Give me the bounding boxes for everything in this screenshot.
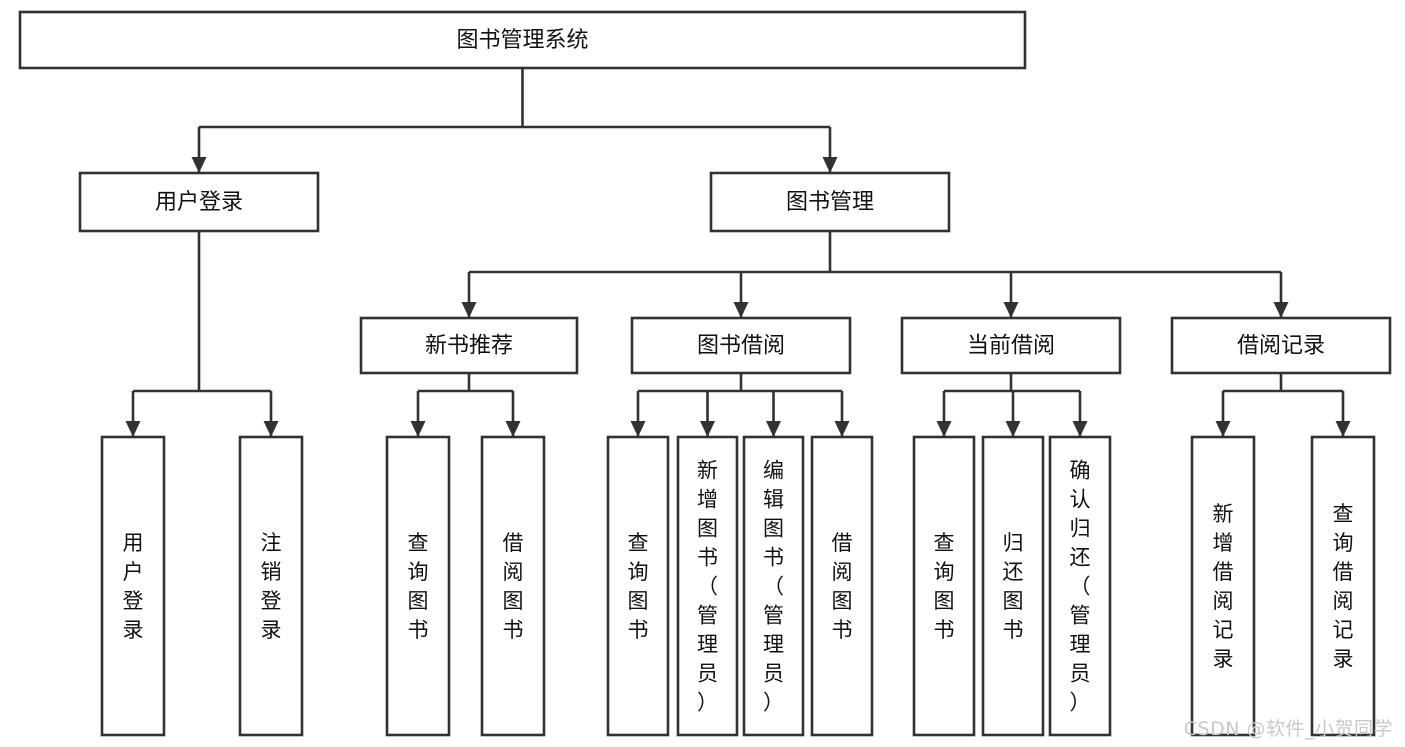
node-leaf-add-book-admin[interactable]: 新增图书（管理员） — [676, 435, 739, 737]
node-book-manage[interactable]: 图书管理 — [709, 171, 951, 233]
node-new-book-recommend[interactable]: 新书推荐 — [359, 316, 579, 375]
node-box-leaf-user-login[interactable] — [100, 435, 166, 737]
node-box-book-manage[interactable] — [709, 171, 951, 233]
connector-group-current-borrow — [936, 373, 1088, 437]
node-label-leaf-query-book-recommend: 查询图书 — [408, 531, 429, 642]
node-label-leaf-query-borrow-record: 查询借阅记录 — [1333, 502, 1354, 671]
node-label-leaf-edit-book-admin: 编辑图书（管理员） — [763, 459, 784, 715]
node-book-borrow[interactable]: 图书借阅 — [630, 316, 852, 375]
connector-arrowhead — [700, 421, 715, 437]
node-box-leaf-edit-book-admin[interactable] — [742, 435, 805, 737]
node-box-leaf-return-book[interactable] — [981, 435, 1045, 737]
node-label-leaf-confirm-return-admin: 确认归还（管理员） — [1070, 459, 1091, 715]
node-box-current-borrow[interactable] — [900, 316, 1122, 375]
node-box-leaf-query-book-current[interactable] — [912, 435, 976, 737]
connector-arrowhead — [505, 421, 521, 437]
node-box-leaf-add-book-admin[interactable] — [676, 435, 739, 737]
node-label-borrow-record: 借阅记录 — [1237, 334, 1325, 359]
node-label-leaf-add-borrow-record: 新增借阅记录 — [1213, 502, 1234, 671]
connector-arrowhead — [834, 421, 850, 437]
node-box-leaf-borrow-book[interactable] — [810, 435, 874, 737]
node-leaf-borrow-book-recommend[interactable]: 借阅图书 — [480, 435, 546, 737]
node-box-leaf-confirm-return-admin[interactable] — [1048, 435, 1112, 737]
node-box-leaf-query-book-borrow[interactable] — [606, 435, 670, 737]
node-box-user-login[interactable] — [78, 171, 320, 233]
node-box-root[interactable] — [18, 10, 1027, 70]
node-box-leaf-logout[interactable] — [238, 435, 304, 737]
node-box-leaf-add-borrow-record[interactable] — [1190, 435, 1256, 737]
connector-arrowhead — [936, 421, 952, 437]
node-box-borrow-record[interactable] — [1170, 316, 1392, 375]
connector-arrowhead — [1273, 302, 1289, 318]
connector-group-user-login — [125, 231, 279, 437]
connector-arrowhead — [410, 421, 426, 437]
connector-arrowhead — [733, 302, 749, 318]
connector-arrowhead — [125, 421, 141, 437]
node-leaf-query-book-current[interactable]: 查询图书 — [912, 435, 976, 737]
connector-group-root — [191, 68, 838, 173]
node-label-book-borrow: 图书借阅 — [697, 334, 785, 359]
node-leaf-add-borrow-record[interactable]: 新增借阅记录 — [1190, 435, 1256, 737]
node-label-new-book-recommend: 新书推荐 — [425, 334, 513, 359]
connector-group-new-book-recommend — [410, 373, 521, 437]
node-label-leaf-borrow-book-recommend: 借阅图书 — [503, 531, 524, 642]
connector-arrowhead — [822, 157, 838, 173]
node-leaf-edit-book-admin[interactable]: 编辑图书（管理员） — [742, 435, 805, 737]
node-box-new-book-recommend[interactable] — [359, 316, 579, 375]
node-user-login[interactable]: 用户登录 — [78, 171, 320, 233]
node-label-leaf-return-book: 归还图书 — [1003, 531, 1024, 642]
connector-arrowhead — [1003, 302, 1019, 318]
node-current-borrow[interactable]: 当前借阅 — [900, 316, 1122, 375]
connectors-layer — [125, 68, 1351, 437]
connector-arrowhead — [630, 421, 646, 437]
node-box-leaf-query-book-recommend[interactable] — [385, 435, 451, 737]
node-label-root: 图书管理系统 — [456, 28, 588, 53]
node-label-leaf-query-book-current: 查询图书 — [934, 531, 955, 642]
connector-arrowhead — [263, 421, 279, 437]
node-leaf-query-borrow-record[interactable]: 查询借阅记录 — [1310, 435, 1376, 737]
node-label-leaf-borrow-book: 借阅图书 — [832, 531, 853, 642]
node-label-leaf-logout: 注销登录 — [261, 531, 282, 642]
connector-arrowhead — [461, 302, 477, 318]
node-label-leaf-query-book-borrow: 查询图书 — [628, 531, 649, 642]
node-box-book-borrow[interactable] — [630, 316, 852, 375]
node-root[interactable]: 图书管理系统 — [18, 10, 1027, 70]
connector-arrowhead — [766, 421, 781, 437]
connector-arrowhead — [1005, 421, 1021, 437]
node-leaf-return-book[interactable]: 归还图书 — [981, 435, 1045, 737]
connector-group-borrow-record — [1215, 373, 1351, 437]
node-label-leaf-user-login: 用户登录 — [123, 531, 144, 642]
node-label-book-manage: 图书管理 — [786, 190, 874, 215]
node-box-leaf-borrow-book-recommend[interactable] — [480, 435, 546, 737]
connector-arrowhead — [1215, 421, 1231, 437]
node-leaf-confirm-return-admin[interactable]: 确认归还（管理员） — [1048, 435, 1112, 737]
node-leaf-user-login[interactable]: 用户登录 — [100, 435, 166, 737]
node-borrow-record[interactable]: 借阅记录 — [1170, 316, 1392, 375]
connector-group-book-borrow — [630, 373, 850, 437]
node-leaf-borrow-book[interactable]: 借阅图书 — [810, 435, 874, 737]
connector-arrowhead — [1335, 421, 1351, 437]
connector-arrowhead — [1072, 421, 1088, 437]
node-leaf-logout[interactable]: 注销登录 — [238, 435, 304, 737]
node-label-user-login: 用户登录 — [155, 190, 243, 215]
node-box-leaf-query-borrow-record[interactable] — [1310, 435, 1376, 737]
node-leaf-query-book-recommend[interactable]: 查询图书 — [385, 435, 451, 737]
watermark-label: CSDN @软件_小贺同学 — [1183, 718, 1393, 740]
connector-arrowhead — [191, 157, 207, 173]
nodes-layer: 图书管理系统用户登录图书管理新书推荐图书借阅当前借阅借阅记录用户登录注销登录查询… — [18, 10, 1392, 737]
node-leaf-query-book-borrow[interactable]: 查询图书 — [606, 435, 670, 737]
node-label-current-borrow: 当前借阅 — [967, 334, 1055, 359]
node-label-leaf-add-book-admin: 新增图书（管理员） — [697, 459, 718, 715]
connector-group-book-manage — [461, 231, 1289, 318]
